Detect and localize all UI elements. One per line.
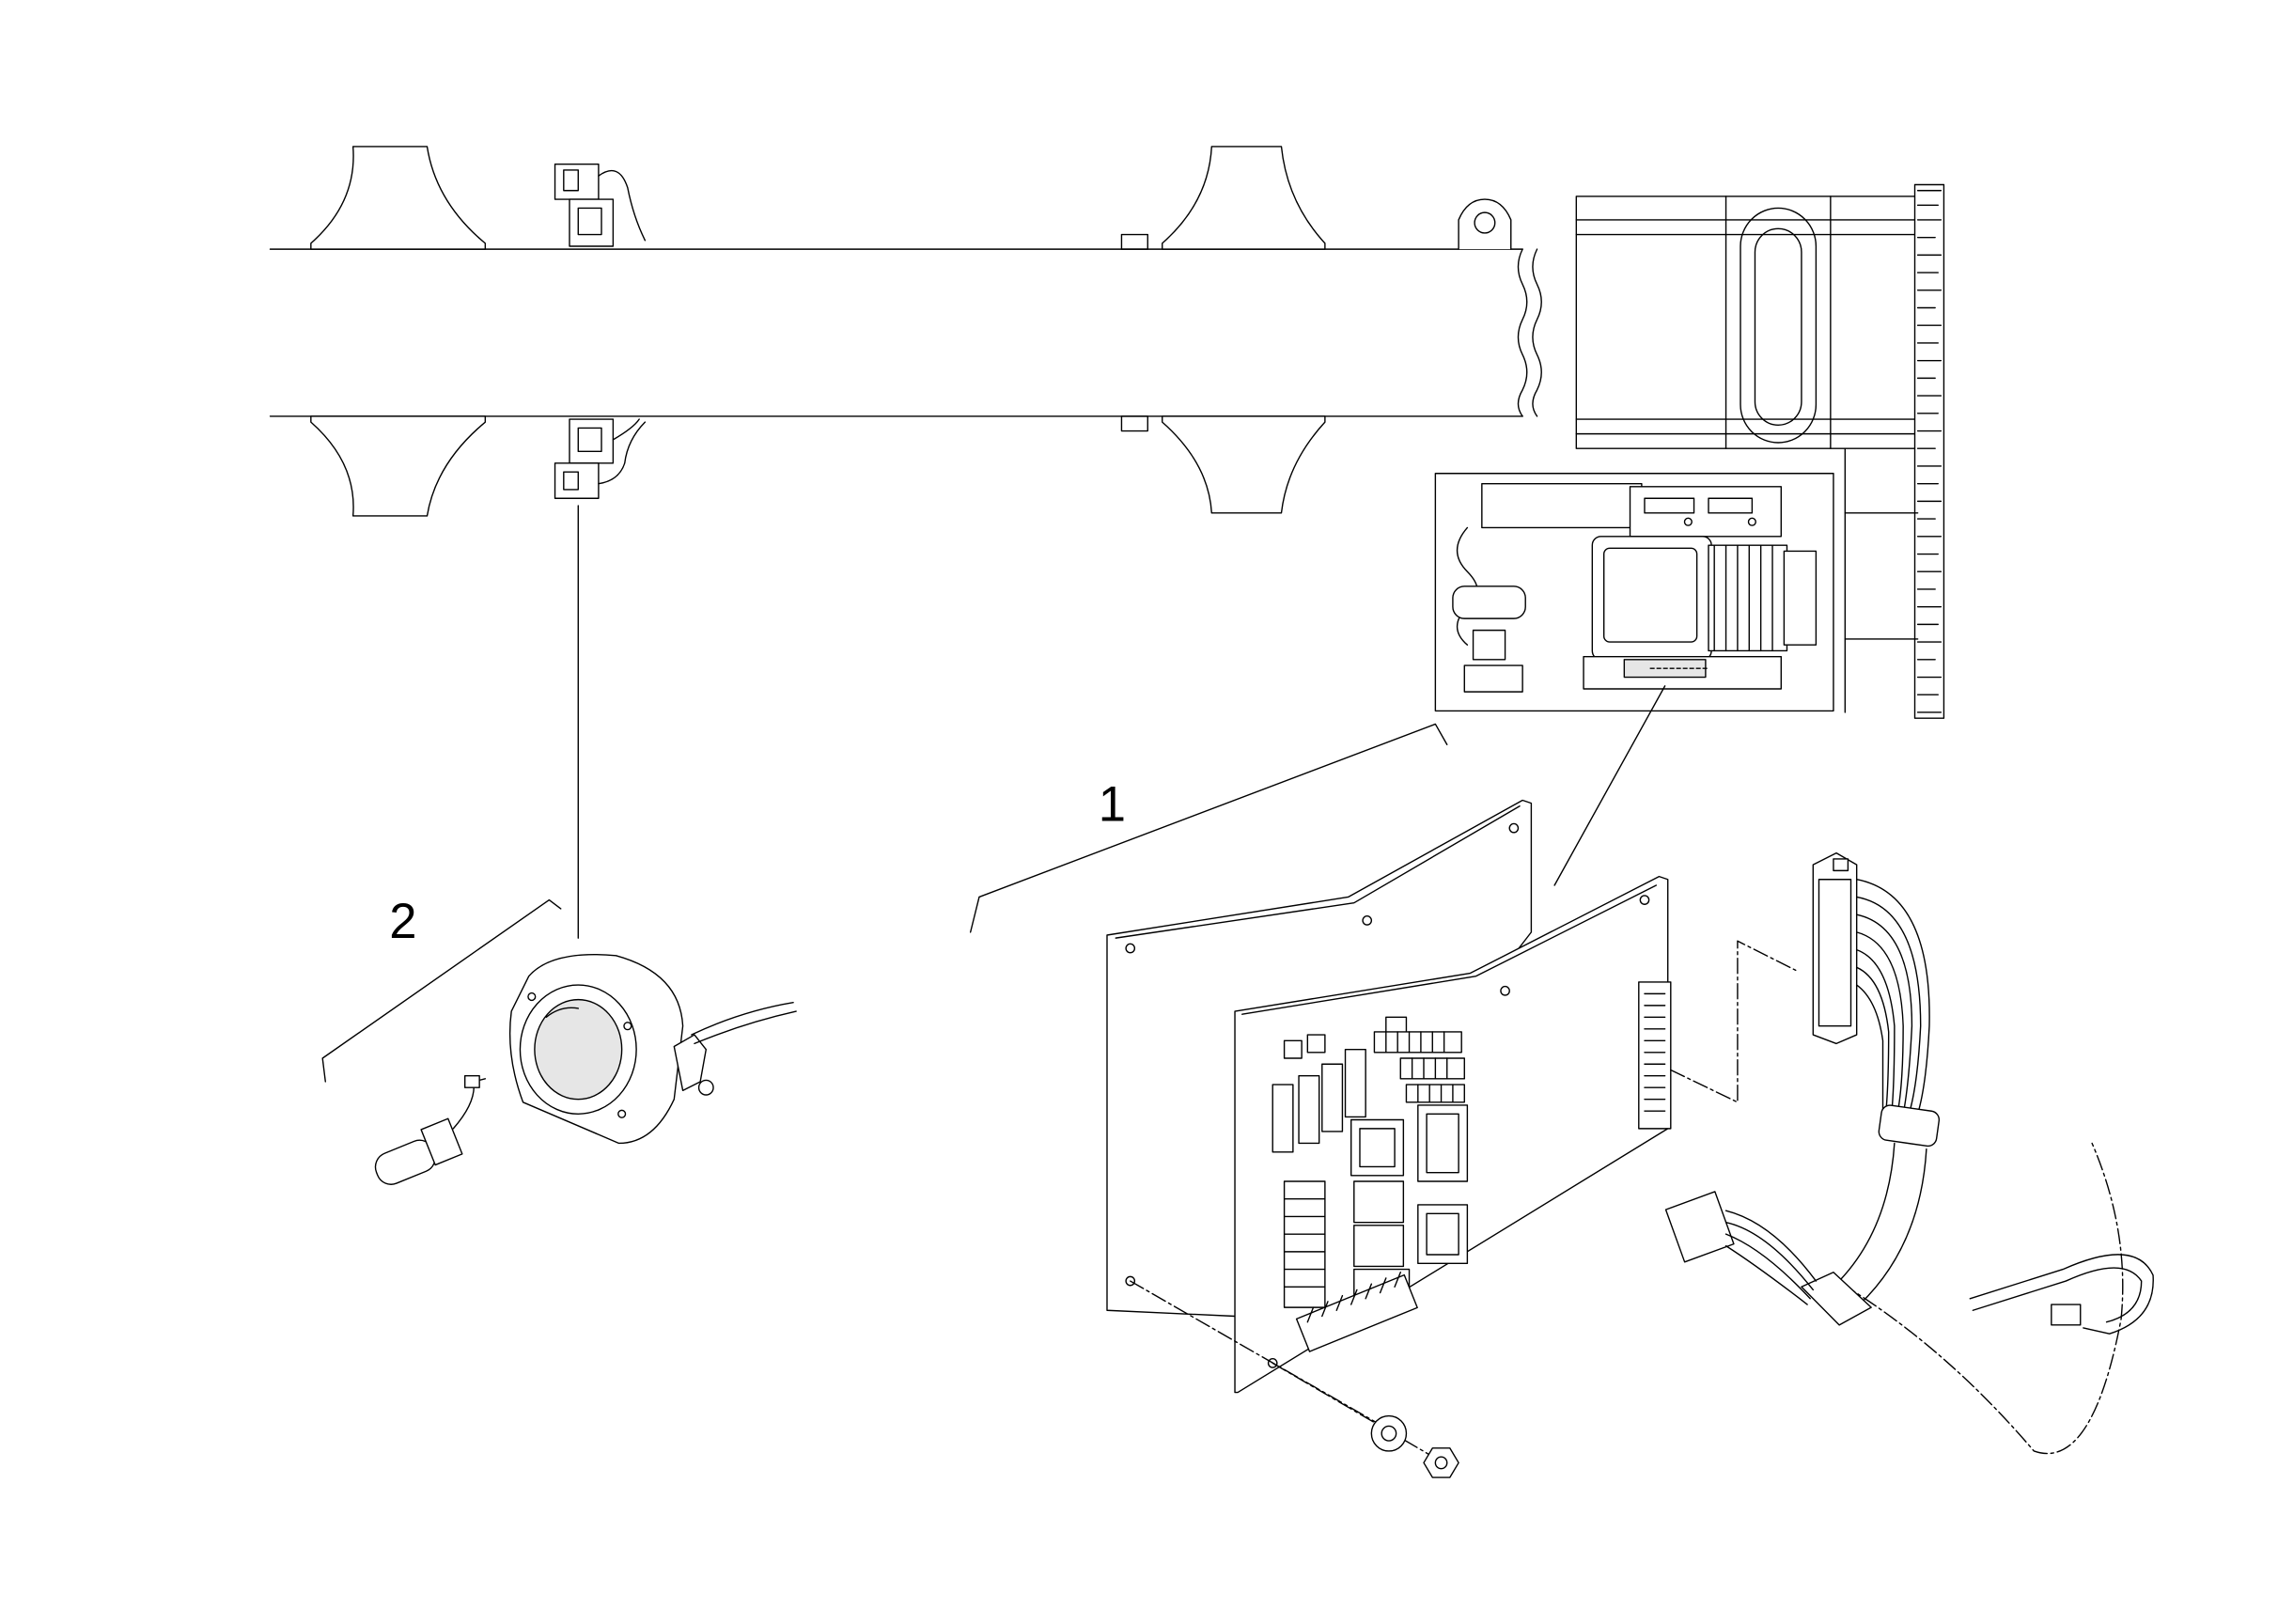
callout-1-bracket xyxy=(971,724,1447,931)
saddle-bracket-left-bottom xyxy=(311,416,486,516)
work-light-housing xyxy=(510,955,797,1144)
callout-label-2: 2 xyxy=(389,894,416,949)
saddle-bracket-mid-top xyxy=(1162,147,1325,249)
beam-light-fixture-bottom xyxy=(555,419,646,498)
control-panel-inset xyxy=(1435,474,1833,711)
leader-inset-to-pcb xyxy=(1554,686,1664,885)
hex-nut xyxy=(1424,1448,1459,1477)
circuit-board xyxy=(1235,877,1671,1393)
saddle-bracket-left-top xyxy=(311,147,486,249)
cable-tie xyxy=(1970,1255,2153,1334)
cable-harness xyxy=(1666,853,1941,1325)
cab-structure xyxy=(1576,185,1943,719)
lifting-eye xyxy=(1459,199,1511,249)
callout-2-bracket xyxy=(322,900,561,1082)
washer xyxy=(1371,1416,1406,1451)
saddle-bracket-mid-bottom xyxy=(1162,416,1325,513)
boom-beam xyxy=(271,235,1542,431)
work-light-bulb xyxy=(371,1076,485,1189)
beam-light-fixture-top xyxy=(555,164,646,246)
callout-label-1: 1 xyxy=(1099,776,1126,832)
assembly-centerlines xyxy=(1131,941,2123,1460)
